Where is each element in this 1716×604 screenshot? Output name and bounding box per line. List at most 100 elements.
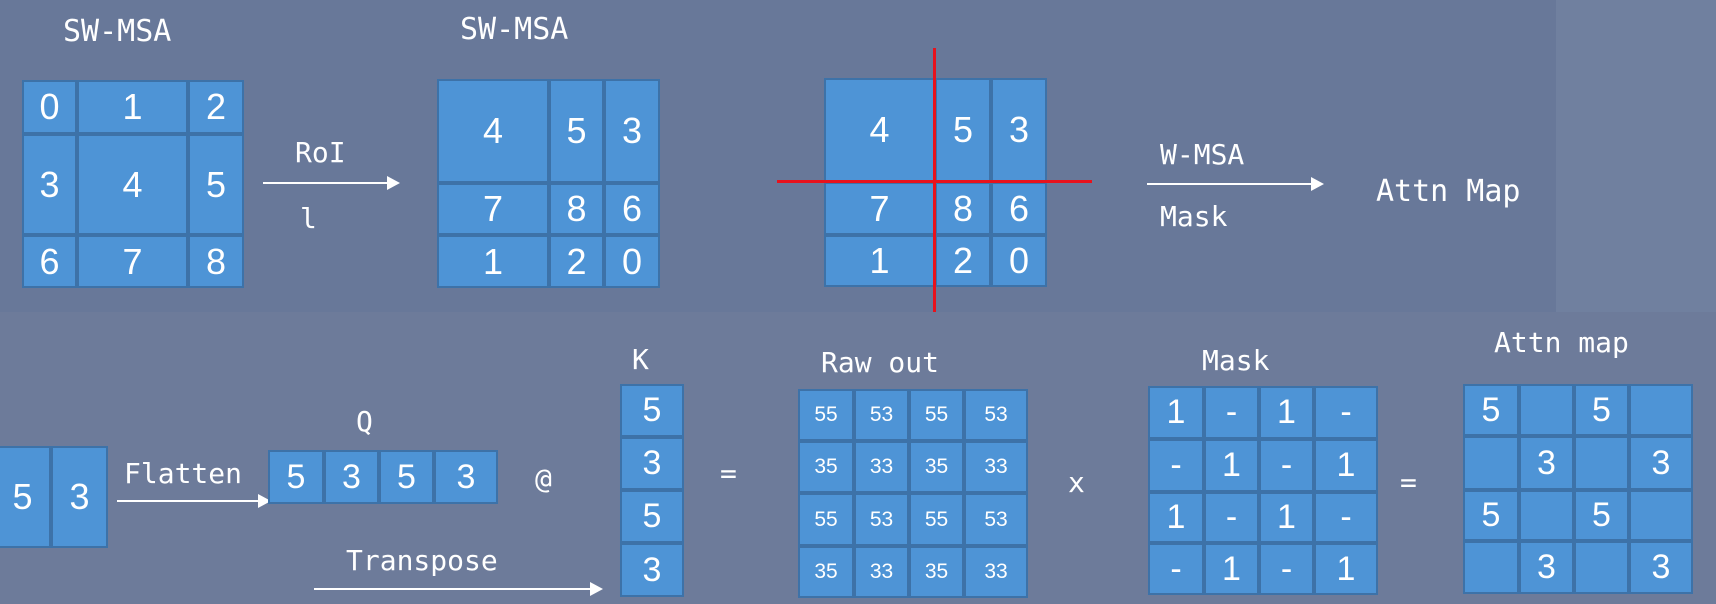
cell: 35 xyxy=(909,441,964,493)
cell: 4 xyxy=(824,78,935,182)
cell: 35 xyxy=(798,546,854,598)
cell: 1 xyxy=(1314,543,1378,595)
roi-sub-label: l xyxy=(300,202,317,235)
title-sw-msa-mid: SW-MSA xyxy=(460,12,569,47)
cell: 35 xyxy=(909,546,964,598)
grid-shifted-partitioned: 4 5 3 7 8 6 1 2 0 xyxy=(824,78,1047,287)
title-sw-msa-left: SW-MSA xyxy=(63,14,172,49)
pair-grid: 5 3 xyxy=(0,446,114,548)
flatten-label: Flatten xyxy=(124,457,243,490)
cell: 55 xyxy=(798,389,854,441)
wmsa-arrow-icon xyxy=(1147,177,1324,191)
cell: 1 xyxy=(77,80,188,134)
cell: 53 xyxy=(854,389,909,441)
cell: 4 xyxy=(77,134,188,235)
cell: 1 xyxy=(824,235,935,287)
cell: 5 xyxy=(268,450,324,504)
cell xyxy=(1629,490,1693,541)
attn-map-label-top: Attn Map xyxy=(1376,174,1521,209)
transpose-arrow-icon xyxy=(314,582,603,596)
q-label: Q xyxy=(356,405,373,438)
cell: 7 xyxy=(824,182,935,235)
equals-operator-1: = xyxy=(720,457,737,490)
cell: 1 xyxy=(1259,492,1314,543)
cell: 0 xyxy=(604,235,660,288)
cell: - xyxy=(1204,492,1259,543)
cell: 3 xyxy=(434,450,498,504)
cell: 4 xyxy=(437,79,549,183)
cell: 5 xyxy=(620,490,684,543)
cell: 6 xyxy=(604,183,660,235)
cell: 3 xyxy=(1629,436,1693,490)
cell xyxy=(1519,384,1574,436)
cell: 1 xyxy=(1148,386,1204,439)
cell: 1 xyxy=(1204,543,1259,595)
cell: 53 xyxy=(964,493,1028,546)
cell: 7 xyxy=(437,183,549,235)
cell: 2 xyxy=(188,80,244,134)
cell xyxy=(1629,384,1693,436)
k-label: K xyxy=(632,343,649,376)
mask-label-bottom: Mask xyxy=(1202,344,1270,377)
cell: 7 xyxy=(77,235,188,288)
cell: 1 xyxy=(1204,439,1259,492)
cell: - xyxy=(1204,386,1259,439)
mask-label-top: Mask xyxy=(1160,200,1228,233)
attn-map-label-bottom: Attn map xyxy=(1494,326,1629,359)
window-partition-horizontal xyxy=(777,180,1092,183)
wmsa-label: W-MSA xyxy=(1160,138,1245,171)
grid-shifted: 4 5 3 7 8 6 1 2 0 xyxy=(437,79,660,288)
cell: 8 xyxy=(188,235,244,288)
cell: 5 xyxy=(1463,490,1519,541)
top-right-panel xyxy=(1556,0,1716,312)
cell: 5 xyxy=(188,134,244,235)
cell: 2 xyxy=(549,235,604,288)
transpose-label: Transpose xyxy=(346,544,498,577)
cell: - xyxy=(1148,439,1204,492)
flatten-arrow-icon xyxy=(117,494,271,508)
cell: 3 xyxy=(604,79,660,183)
cell: 1 xyxy=(437,235,549,288)
cell: 1 xyxy=(1259,386,1314,439)
cell: 8 xyxy=(935,182,991,235)
cell: 33 xyxy=(964,546,1028,598)
cell: 5 xyxy=(549,79,604,183)
cell: 5 xyxy=(620,384,684,437)
cell: 5 xyxy=(379,450,434,504)
cell: - xyxy=(1314,386,1378,439)
cell: 1 xyxy=(1148,492,1204,543)
cell: 3 xyxy=(620,437,684,490)
raw-out-label: Raw out xyxy=(821,346,940,379)
cell: 0 xyxy=(22,80,77,134)
grid-original: 0 1 2 3 4 5 6 7 8 xyxy=(22,80,244,288)
cell: 33 xyxy=(854,441,909,493)
matmul-operator: @ xyxy=(535,462,552,495)
cell: 1 xyxy=(1314,439,1378,492)
cell: 3 xyxy=(324,450,379,504)
mask-matrix: 1 - 1 - - 1 - 1 1 - 1 - - 1 - 1 xyxy=(1148,386,1378,595)
cell: 2 xyxy=(935,235,991,287)
cell: 53 xyxy=(964,389,1028,441)
cell: 5 xyxy=(1463,384,1519,436)
cell xyxy=(1574,541,1629,594)
cell: - xyxy=(1314,492,1378,543)
cell xyxy=(1463,436,1519,490)
equals-operator-2: = xyxy=(1400,466,1417,499)
cell: 35 xyxy=(798,441,854,493)
cell: 3 xyxy=(620,543,684,597)
cell: 55 xyxy=(798,493,854,546)
roi-label: RoI xyxy=(295,136,346,169)
cell xyxy=(1463,541,1519,594)
q-vector: 5 3 5 3 xyxy=(268,450,498,504)
attn-map-matrix: 5 5 3 3 5 5 3 3 xyxy=(1463,384,1693,594)
top-panel xyxy=(0,0,1556,312)
cell: 5 xyxy=(0,446,51,548)
cell: 55 xyxy=(909,493,964,546)
cell: 55 xyxy=(909,389,964,441)
multiply-operator: x xyxy=(1068,466,1085,499)
cell xyxy=(1519,490,1574,541)
cell: 3 xyxy=(51,446,108,548)
k-vector: 5 3 5 3 xyxy=(620,384,684,597)
cell: 53 xyxy=(854,493,909,546)
cell: 33 xyxy=(964,441,1028,493)
